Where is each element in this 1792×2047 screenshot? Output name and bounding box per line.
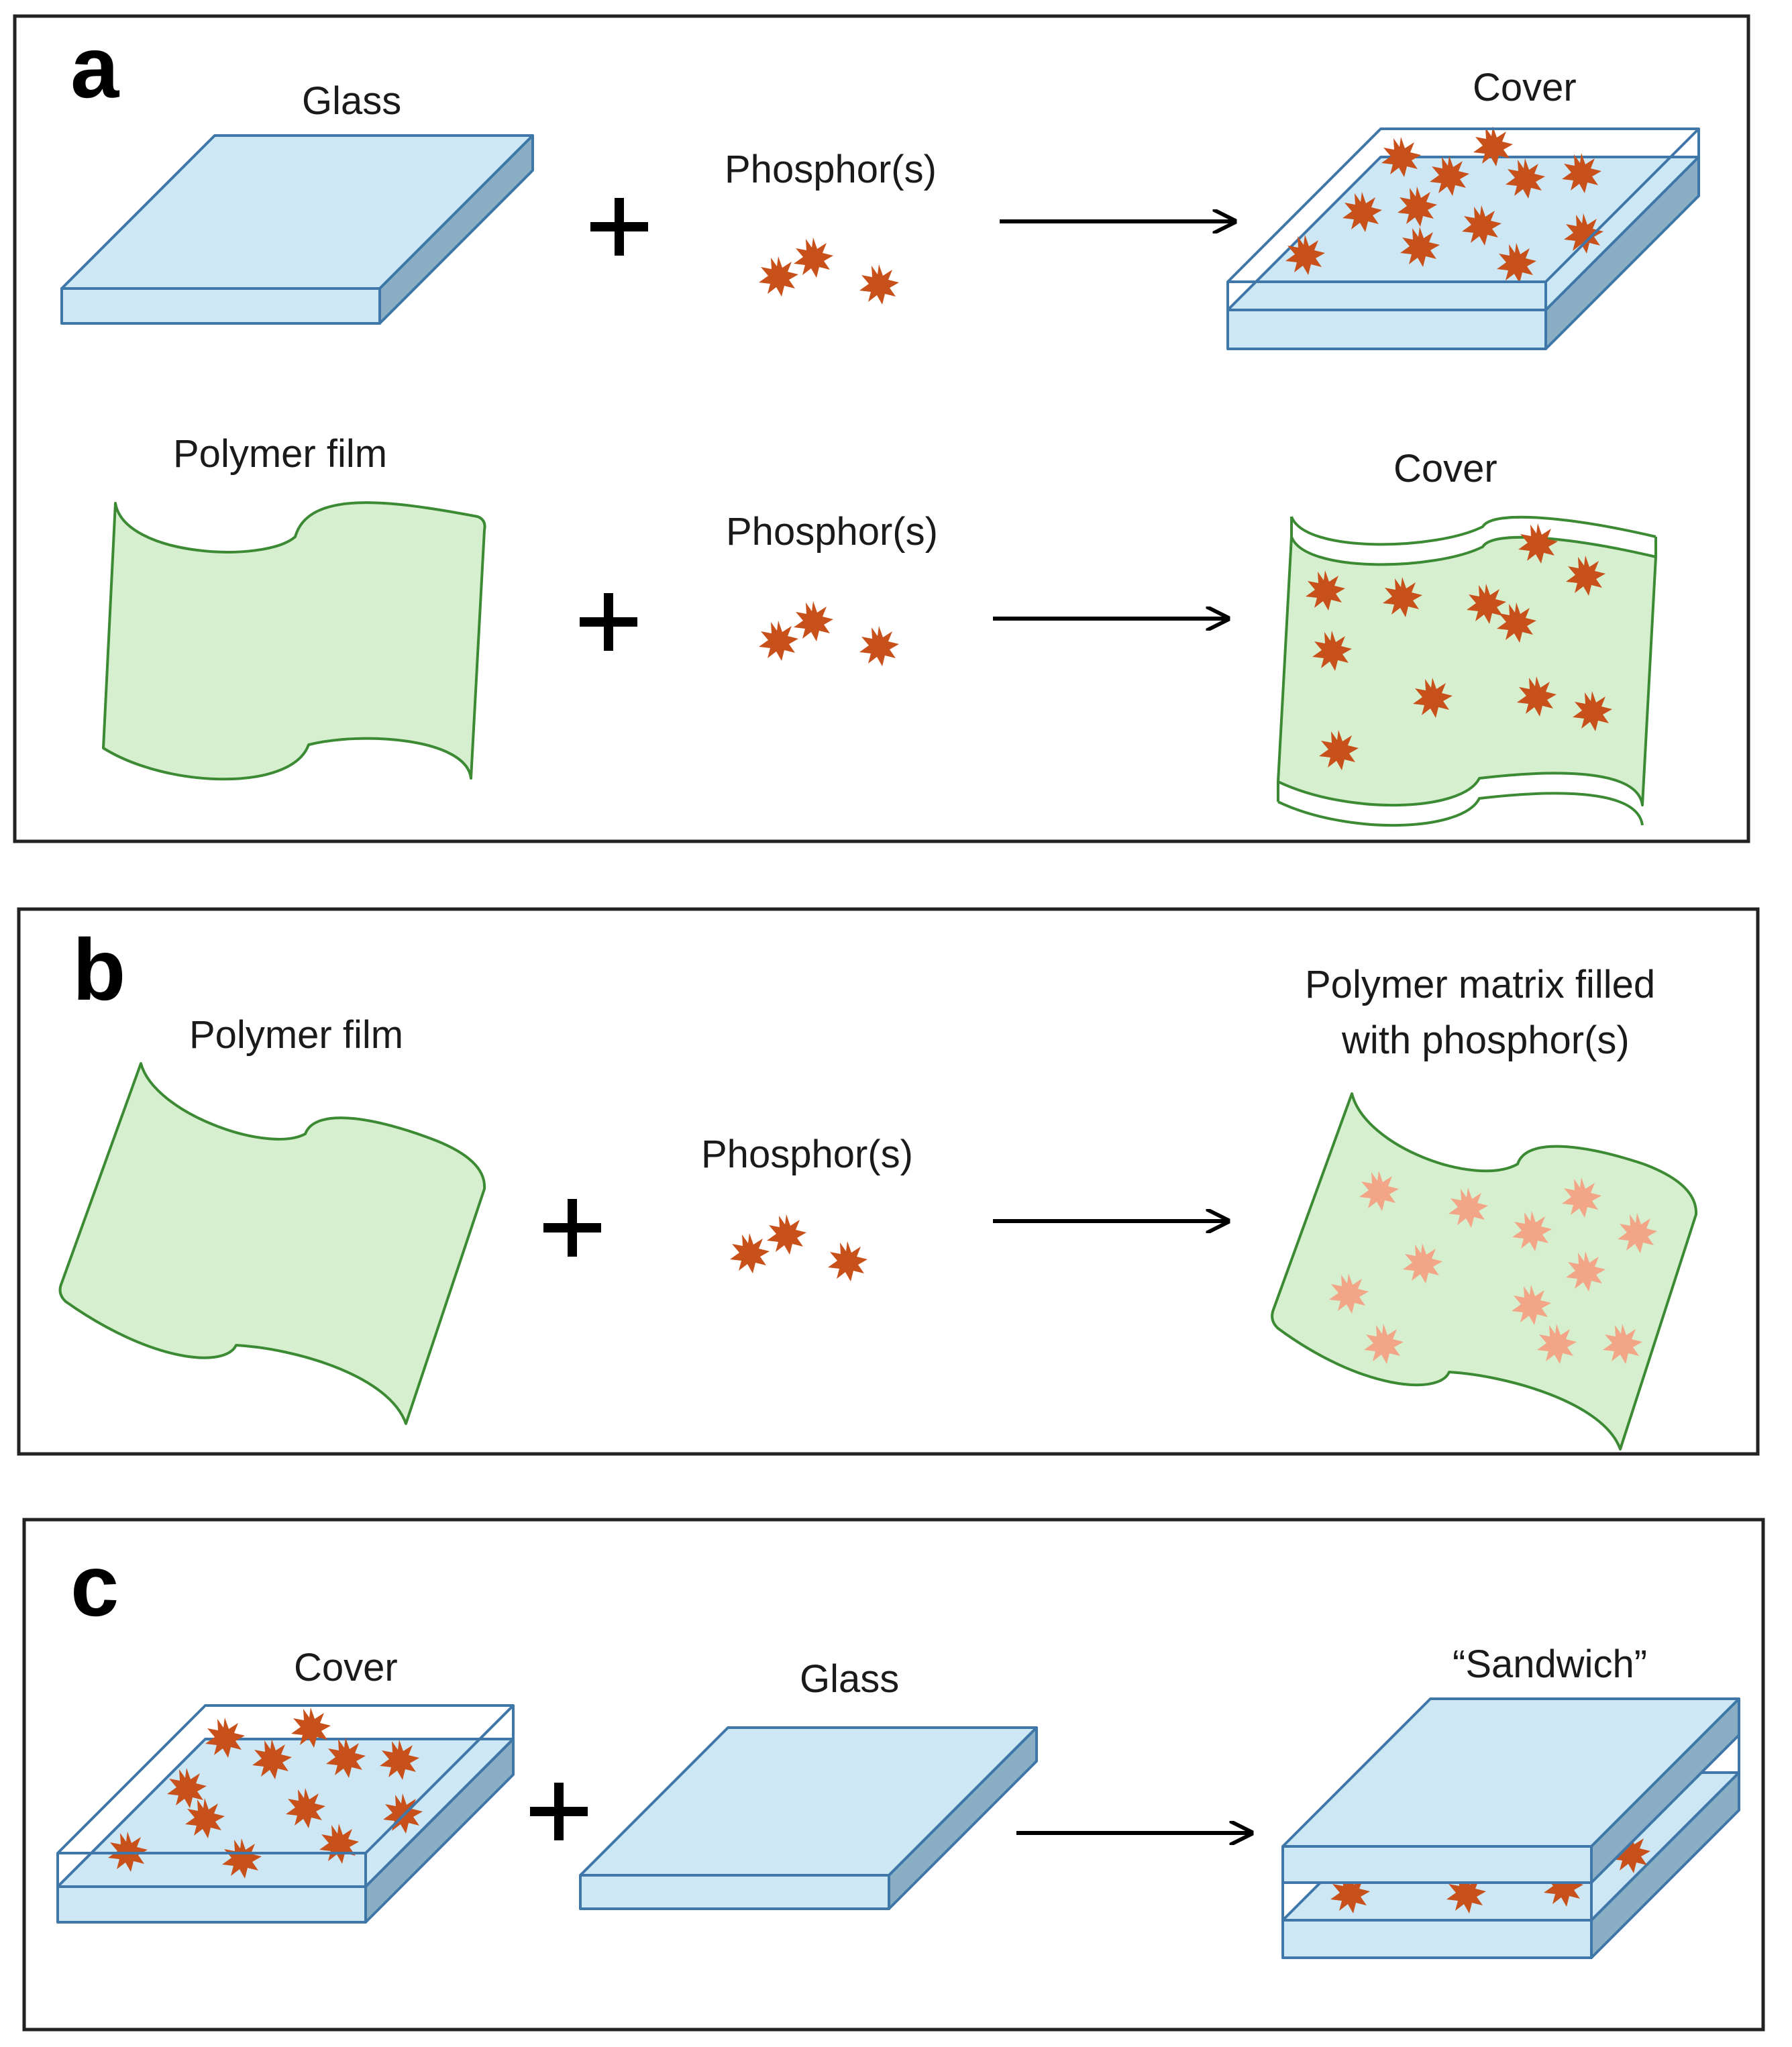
polymer-matrix-filled-film (1271, 1092, 1698, 1451)
panel-c: c Cover (22, 1518, 1765, 2032)
phosphor-label: Phosphor(s) (726, 510, 938, 554)
panel-a: a Glass Phosphor(s) Cover (13, 14, 1750, 843)
output-label-line2: with phosphor(s) (1341, 1018, 1630, 1062)
panel-letter-a: a (70, 18, 120, 116)
cover-label: Cover (294, 1646, 398, 1689)
panel-letter-b: b (72, 921, 125, 1018)
plus-sign (530, 1783, 588, 1840)
plus-sign (543, 1199, 601, 1257)
polymer-film-label: Polymer film (189, 1013, 403, 1057)
panel-letter-c: c (70, 1536, 119, 1634)
sandwich-assembly (1281, 1697, 1740, 1959)
output-label-line1: Polymer matrix filled (1305, 963, 1655, 1006)
glass-slab (60, 134, 534, 325)
phosphor-label: Phosphor(s) (725, 148, 937, 191)
glass-label: Glass (302, 79, 401, 123)
glass-slab (579, 1726, 1038, 1910)
cover-label: Cover (1473, 66, 1577, 109)
cover-slab (56, 1704, 515, 1924)
cover-label: Cover (1393, 447, 1497, 490)
cover-film (1277, 515, 1657, 827)
polymer-film-label: Polymer film (173, 432, 387, 476)
plus-sign (590, 198, 648, 256)
cover-slab (1226, 126, 1700, 350)
polymer-film (58, 1062, 486, 1425)
phosphor-label: Phosphor(s) (701, 1133, 913, 1176)
sandwich-label: “Sandwich” (1453, 1642, 1647, 1686)
plus-sign (580, 593, 637, 651)
glass-label: Glass (800, 1657, 899, 1701)
polymer-film (102, 501, 486, 781)
panel-b: b Polymer film Phosphor(s) Polymer matri… (17, 907, 1760, 1456)
